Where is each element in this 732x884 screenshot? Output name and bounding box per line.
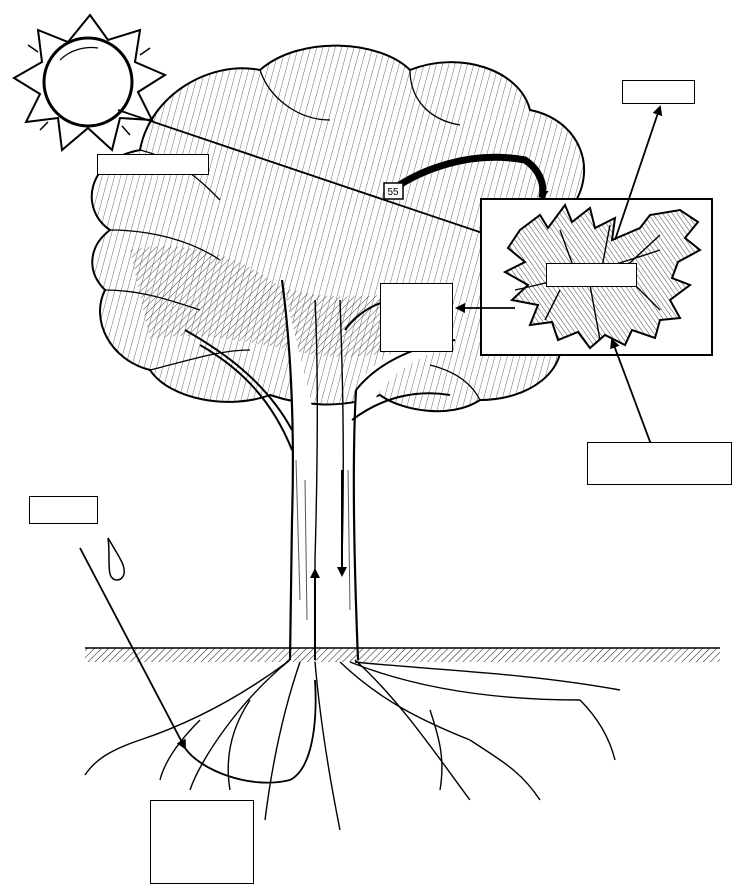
label-leaf[interactable]	[546, 263, 637, 287]
label-top-right[interactable]	[622, 80, 695, 104]
label-stem[interactable]	[380, 283, 453, 352]
small-tag-text: 55	[387, 187, 399, 198]
label-water[interactable]	[29, 496, 98, 524]
label-root[interactable]	[150, 800, 254, 884]
label-lower-right[interactable]	[587, 442, 732, 485]
ground-line	[85, 648, 720, 662]
root-tip	[185, 680, 316, 783]
lower-label-to-leaf-arrow	[612, 340, 652, 447]
small-tag: 55	[384, 183, 403, 199]
label-sun[interactable]	[97, 154, 209, 175]
sun-icon	[14, 15, 165, 150]
water-drop-icon	[108, 538, 124, 580]
